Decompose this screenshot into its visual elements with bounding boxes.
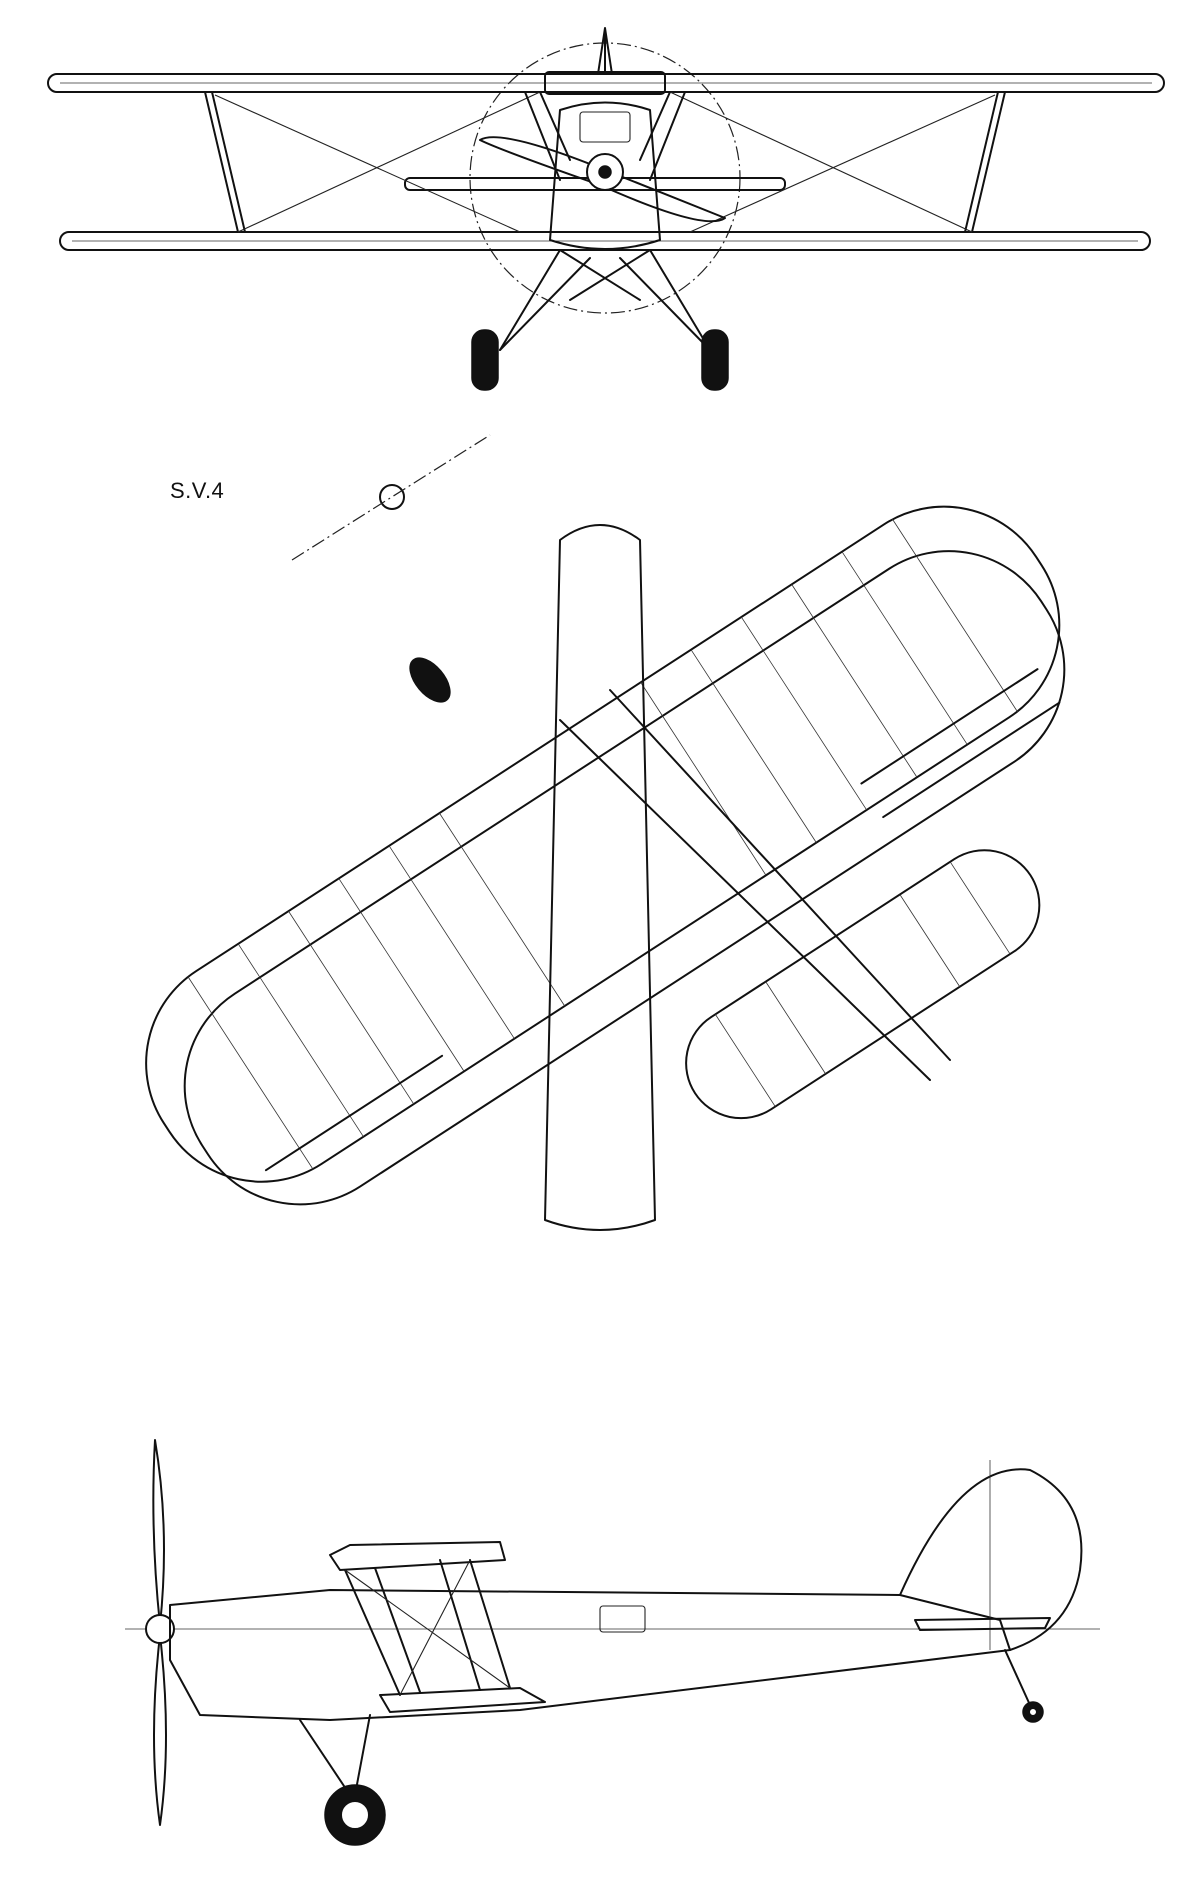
upper-wing-side: [329, 1541, 506, 1571]
lower-wing-plan: [183, 550, 1066, 1206]
side-view: [0, 1420, 1200, 1882]
fuselage-side: [169, 1589, 1011, 1721]
front-view: [0, 0, 1200, 420]
left-strut: [204, 91, 239, 233]
left-gear-strut: [499, 249, 561, 351]
propeller-blade: [479, 136, 726, 223]
right-gear-strut: [649, 249, 711, 351]
right-wheel: [701, 329, 729, 391]
left-wheel: [471, 329, 499, 391]
fuselage-plan: [544, 524, 656, 1231]
lower-wing-side: [379, 1687, 546, 1713]
aircraft-designation-label: S.V.4: [170, 478, 225, 503]
tail-fin: [899, 1468, 1083, 1651]
spinner-plan: [379, 484, 405, 510]
propeller-side-top: [152, 1439, 165, 1626]
propeller-side-bottom: [153, 1634, 167, 1826]
fuselage-front: [549, 101, 661, 250]
front-view-drawing: [47, 27, 1165, 391]
top-view-drawing: [145, 434, 1066, 1231]
spinner-side: [145, 1614, 175, 1644]
upper-wing-plan: [145, 505, 1061, 1183]
main-gear-leg: [299, 1719, 351, 1796]
side-view-drawing: [125, 1439, 1100, 1846]
right-strut: [971, 91, 1006, 233]
tailplane: [685, 849, 1041, 1120]
wheel-plan: [409, 657, 451, 703]
top-view: [0, 420, 1200, 1420]
